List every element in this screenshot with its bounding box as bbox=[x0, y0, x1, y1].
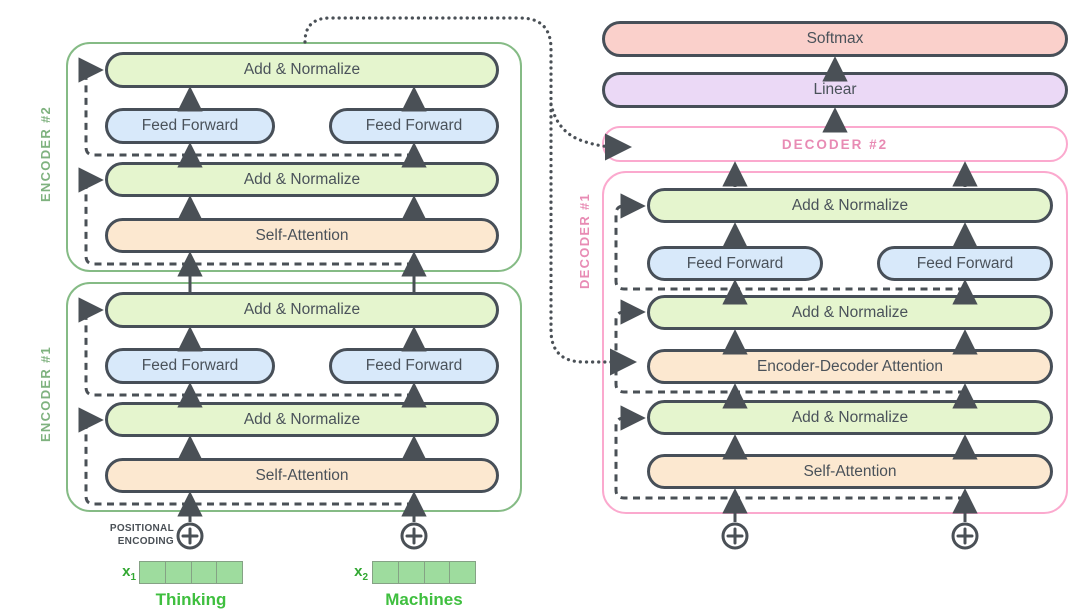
enc1-add-normalize-mid: Add & Normalize bbox=[105, 402, 499, 437]
plus-circle-icons bbox=[176, 522, 979, 550]
plus-circle-icon bbox=[400, 522, 428, 550]
enc2-add-normalize-mid: Add & Normalize bbox=[105, 162, 499, 197]
embedding-vector-x2 bbox=[372, 561, 476, 584]
plus-circle-icon bbox=[176, 522, 204, 550]
encoder-2-label: ENCODER #2 bbox=[38, 105, 53, 203]
softmax-box: Softmax bbox=[602, 21, 1068, 57]
embedding-vector-x1 bbox=[139, 561, 243, 584]
encoder-1-label: ENCODER #1 bbox=[38, 345, 53, 443]
decoder-2-box: DECODER #2 bbox=[602, 126, 1068, 162]
dec1-feed-forward-left: Feed Forward bbox=[647, 246, 823, 281]
enc1-add-normalize-top: Add & Normalize bbox=[105, 292, 499, 328]
input-word-2: Machines bbox=[385, 590, 463, 609]
dec1-self-attention: Self-Attention bbox=[647, 454, 1053, 489]
input-word-1: Thinking bbox=[155, 590, 227, 609]
enc2-self-attention: Self-Attention bbox=[105, 218, 499, 253]
dec1-add-normalize-mid: Add & Normalize bbox=[647, 295, 1053, 330]
plus-circle-icon bbox=[951, 522, 979, 550]
x1-variable-label: x1 bbox=[122, 563, 136, 583]
dec1-feed-forward-right: Feed Forward bbox=[877, 246, 1053, 281]
enc1-feed-forward-left: Feed Forward bbox=[105, 348, 275, 384]
decoder-1-label: DECODER #1 bbox=[577, 192, 592, 290]
encoder-1-container bbox=[66, 282, 522, 512]
dec1-encoder-decoder-attention: Encoder-Decoder Attention bbox=[647, 349, 1053, 384]
enc1-self-attention: Self-Attention bbox=[105, 458, 499, 493]
enc1-feed-forward-right: Feed Forward bbox=[329, 348, 499, 384]
enc2-add-normalize-top: Add & Normalize bbox=[105, 52, 499, 88]
positional-encoding-label: POSITIONAL ENCODING bbox=[109, 523, 174, 547]
dec1-add-normalize-bottom: Add & Normalize bbox=[647, 400, 1053, 435]
dec1-add-normalize-top: Add & Normalize bbox=[647, 188, 1053, 223]
x2-variable-label: x2 bbox=[354, 563, 368, 583]
plus-circle-icon bbox=[721, 522, 749, 550]
enc2-feed-forward-right: Feed Forward bbox=[329, 108, 499, 144]
linear-box: Linear bbox=[602, 72, 1068, 108]
enc2-feed-forward-left: Feed Forward bbox=[105, 108, 275, 144]
